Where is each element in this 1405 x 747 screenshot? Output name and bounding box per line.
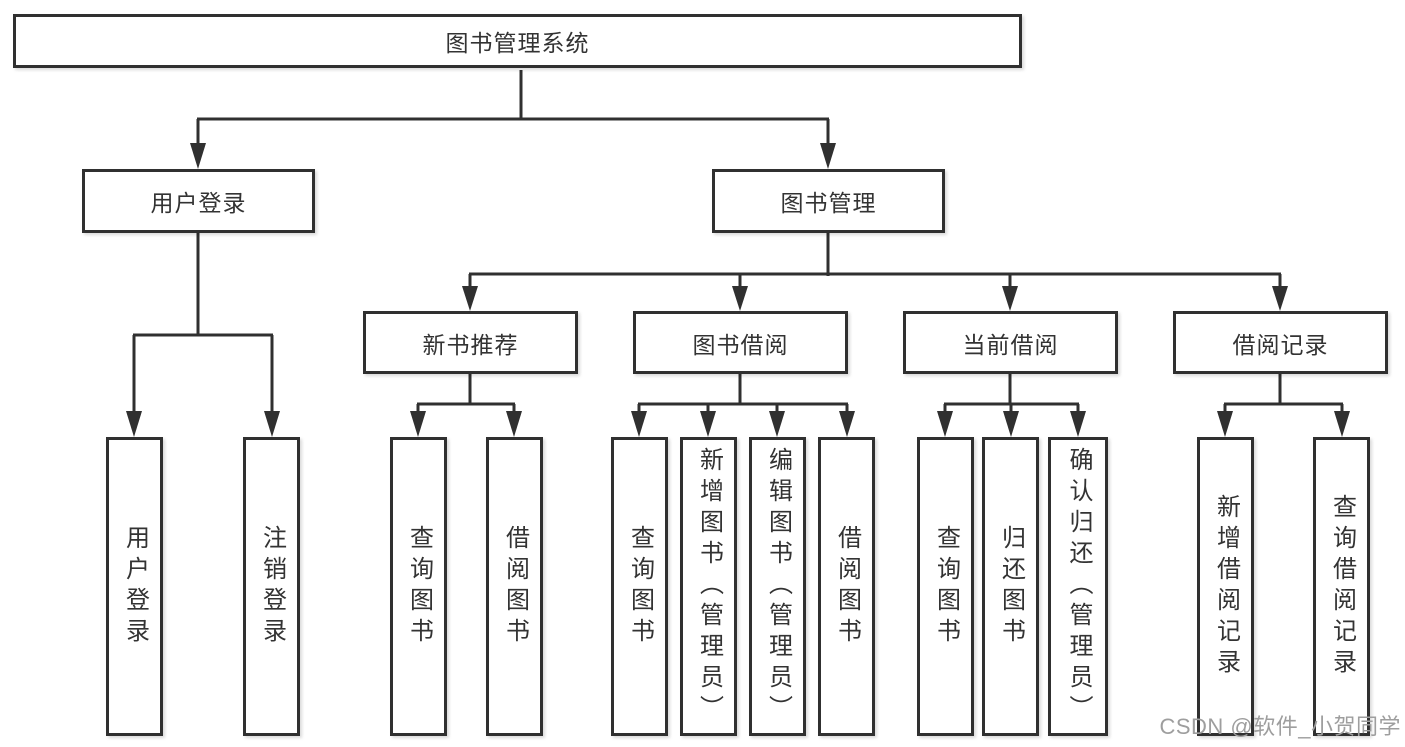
leaf-query-books-current: 查询图书: [917, 437, 974, 736]
arrow-down-icon: [937, 411, 953, 437]
arrow-down-icon: [462, 286, 478, 311]
leaf-add-borrow-record: 新增借阅记录: [1197, 437, 1254, 736]
arrow-down-icon: [1217, 411, 1233, 437]
node-book-management: 图书管理: [712, 169, 945, 233]
arrow-down-icon: [264, 411, 280, 437]
leaf-borrow-books-borrowing: 借阅图书: [818, 437, 875, 736]
arrow-down-icon: [732, 286, 748, 311]
leaf-return-books: 归还图书: [982, 437, 1039, 736]
arrow-down-icon: [820, 143, 836, 169]
leaf-borrow-books-recommend: 借阅图书: [486, 437, 543, 736]
node-label: 用户登录: [121, 524, 149, 649]
node-label: 新增图书（管理员）: [695, 447, 723, 726]
node-library-management-system: 图书管理系统: [13, 14, 1022, 68]
node-label: 借阅记录: [1232, 331, 1329, 358]
node-current-borrowing: 当前借阅: [903, 311, 1118, 374]
node-label: 归还图书: [997, 524, 1025, 649]
leaf-query-books-recommend: 查询图书: [390, 437, 447, 736]
leaf-edit-books-admin: 编辑图书（管理员）: [749, 437, 806, 736]
node-label: 确认归还（管理员）: [1065, 447, 1092, 726]
arrowheads: [126, 143, 1350, 437]
node-label: 图书管理: [780, 190, 877, 216]
leaf-user-login: 用户登录: [106, 437, 163, 736]
node-label: 借阅图书: [501, 524, 529, 649]
node-label: 图书管理系统: [445, 30, 590, 56]
arrow-down-icon: [1002, 286, 1018, 311]
node-label: 注销登录: [258, 524, 286, 649]
node-label: 查询图书: [932, 524, 960, 649]
arrow-down-icon: [126, 411, 142, 437]
node-label: 新增借阅记录: [1212, 493, 1240, 680]
leaf-logout-login: 注销登录: [243, 437, 300, 736]
arrow-down-icon: [631, 411, 647, 437]
arrow-down-icon: [700, 411, 716, 437]
watermark: CSDN @软件_小贺同学: [1159, 714, 1401, 739]
arrow-down-icon: [1334, 411, 1350, 437]
node-borrowing-records: 借阅记录: [1173, 311, 1388, 374]
node-new-book-recommendation: 新书推荐: [363, 311, 578, 374]
arrow-down-icon: [410, 411, 426, 437]
node-label: 新书推荐: [422, 331, 519, 358]
leaf-query-books-borrowing: 查询图书: [611, 437, 668, 736]
leaf-query-borrow-record: 查询借阅记录: [1313, 437, 1370, 736]
arrow-down-icon: [506, 411, 522, 437]
node-label: 图书借阅: [692, 331, 789, 358]
node-label: 用户登录: [150, 190, 247, 216]
node-label: 借阅图书: [833, 524, 861, 649]
arrow-down-icon: [1272, 286, 1288, 311]
arrow-down-icon: [190, 143, 206, 169]
node-user-login: 用户登录: [82, 169, 315, 233]
node-label: 编辑图书（管理员）: [764, 447, 792, 726]
arrow-down-icon: [839, 411, 855, 437]
node-label: 查询图书: [626, 524, 654, 649]
node-label: 当前借阅: [962, 331, 1059, 358]
arrow-down-icon: [769, 411, 785, 437]
leaf-confirm-return-admin: 确认归还（管理员）: [1048, 437, 1108, 736]
node-label: 查询借阅记录: [1328, 493, 1356, 680]
leaf-add-books-admin: 新增图书（管理员）: [680, 437, 737, 736]
node-book-borrowing: 图书借阅: [633, 311, 848, 374]
arrow-down-icon: [1070, 411, 1086, 437]
arrow-down-icon: [1003, 411, 1019, 437]
node-label: 查询图书: [405, 524, 433, 649]
